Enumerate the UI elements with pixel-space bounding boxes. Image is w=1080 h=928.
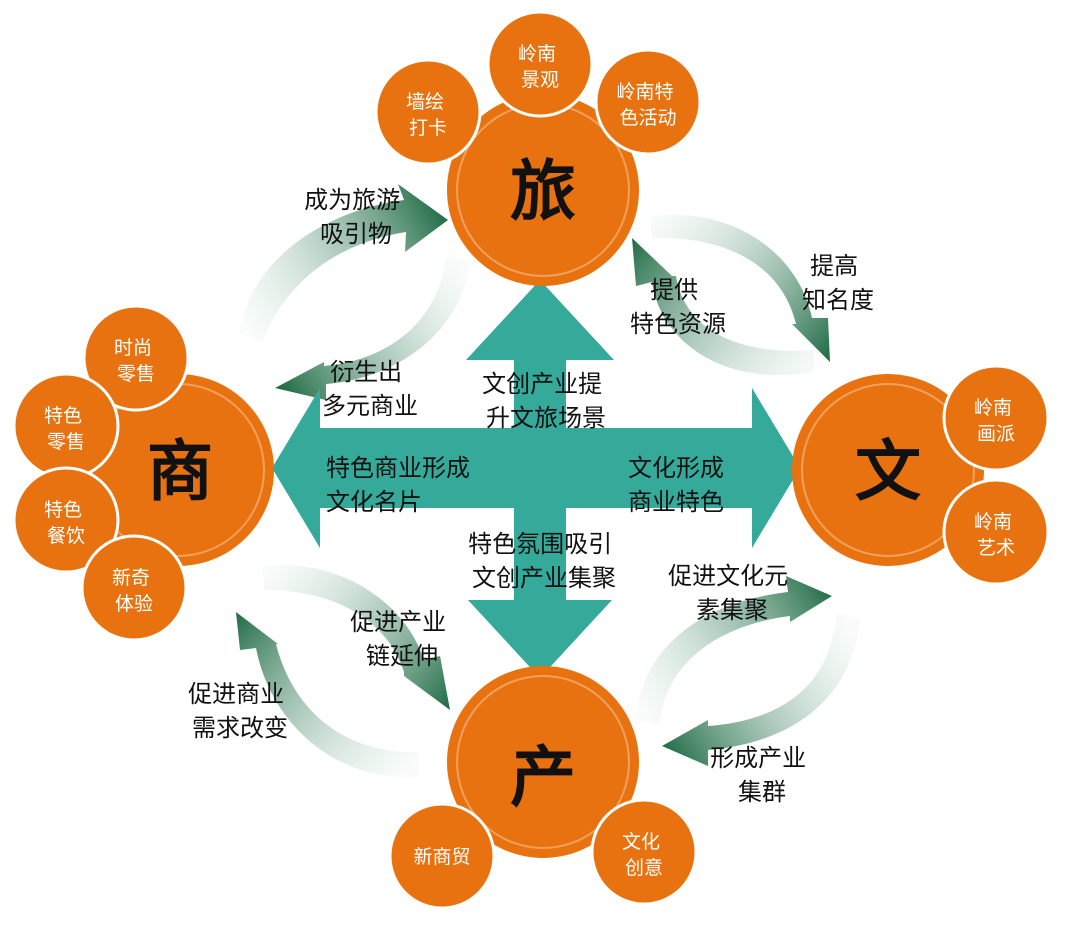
flow-arrow-chan-to-shang: [236, 612, 418, 779]
satellite-wen-1: [942, 364, 1050, 472]
flow-shang-to-chan-label: 促进产业 链延伸: [350, 608, 454, 670]
flow-chan-to-shang-label: 促进商业 需求改变: [188, 680, 292, 742]
hub-wen: [792, 374, 984, 566]
flow-lv-to-wen-label: 提高 知名度: [802, 252, 874, 314]
satellite-lv-1-text: 墙绘 打卡: [406, 91, 450, 139]
satellite-shang-1: [82, 304, 190, 412]
satellite-lv-2-text: 岭南 景观: [518, 43, 562, 91]
cross-up-label: 文创产业提 升文旅场景: [482, 370, 610, 432]
satellite-chan-2-text: 文化 创意: [622, 831, 666, 879]
cross-down-label: 特色氛围吸引 文创产业集聚: [468, 530, 620, 592]
flow-arrow-wen-to-lv: [632, 238, 814, 376]
hub-chan-label: 产: [510, 739, 576, 816]
satellite-shang-2-text: 特色 零售: [44, 405, 88, 453]
satellite-shang-3-text: 特色 餐饮: [44, 499, 88, 547]
cross-left-label: 特色商业形成 文化名片: [326, 454, 478, 516]
flow-arrow-wen-to-chan: [662, 614, 860, 766]
satellites: [12, 10, 1050, 910]
satellite-shang-4: [80, 534, 188, 642]
satellite-chan-2: [590, 798, 698, 906]
satellite-lv-2: [486, 10, 594, 118]
flow-arrow-lv-to-wen: [650, 214, 830, 362]
hub-wen-label: 文: [855, 433, 921, 510]
flow-arrow-shang-to-lv: [240, 184, 448, 342]
flow-lv-to-shang-label: 衍生出 多元商业: [322, 358, 418, 420]
satellite-wen-2-text: 岭南 艺术: [974, 511, 1018, 559]
flow-arrow-shang-to-chan: [262, 565, 450, 710]
satellite-wen-1-text: 岭南 画派: [974, 397, 1018, 445]
satellite-lv-3-text: 岭南特 色活动: [616, 81, 679, 129]
satellite-chan-1-text: 新商贸: [413, 846, 470, 868]
flow-arrow-lv-to-shang: [275, 256, 470, 400]
satellite-chan-1: [388, 802, 496, 910]
hub-shang-label: 商: [147, 433, 213, 510]
flow-wen-to-lv-label: 提供 特色资源: [630, 276, 726, 338]
flow-wen-to-chan-label: 形成产业 集群: [710, 744, 814, 806]
satellite-shang-3: [12, 466, 120, 574]
satellite-shang-4-text: 新奇 体验: [112, 567, 156, 615]
satellite-lv-1: [374, 58, 482, 166]
flow-arrow-chan-to-wen: [636, 576, 832, 724]
cross-right-label: 文化形成 商业特色: [628, 454, 732, 516]
flow-shang-to-lv-label: 成为旅游 吸引物: [304, 186, 408, 248]
satellite-lv-3: [594, 48, 702, 156]
flow-chan-to-wen-label: 促进文化元 素集聚: [668, 562, 796, 624]
satellite-wen-2: [942, 478, 1050, 586]
hub-chan: [447, 666, 639, 858]
flow-arrows: [236, 184, 860, 779]
hub-lv-label: 旅: [510, 153, 576, 230]
cross-arrow: [272, 280, 800, 678]
satellite-shang-1-text: 时尚 零售: [114, 337, 158, 385]
